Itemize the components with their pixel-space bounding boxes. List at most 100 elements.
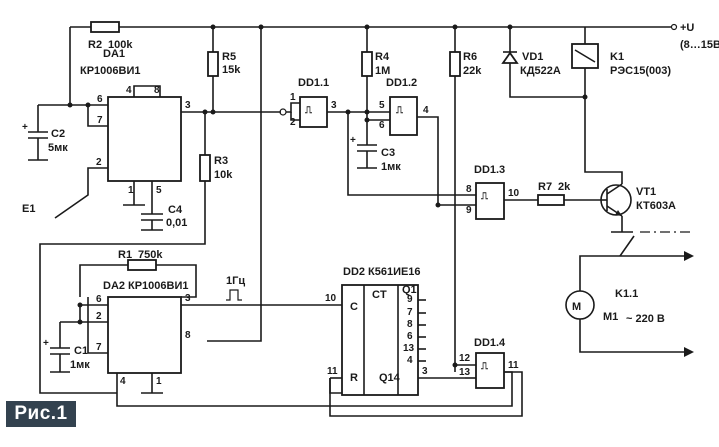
- r7-value: 2k: [558, 181, 571, 193]
- c2-ref: C2: [51, 128, 65, 140]
- k1-value: РЭС15(003): [610, 65, 671, 77]
- da1-pin1: 1: [128, 185, 134, 196]
- da1-pin6: 6: [97, 94, 103, 105]
- c3-value: 1мк: [381, 161, 401, 173]
- r1-value: 750k: [138, 249, 163, 261]
- svg-text:⎍: ⎍: [480, 361, 489, 372]
- r7-ref: R7: [538, 181, 552, 193]
- da2-pin4: 4: [120, 376, 126, 387]
- dd2-out-3: 3: [422, 366, 428, 377]
- dd2-r-label: R: [350, 372, 358, 384]
- gate-dd1-3: ⎍ DD1.3 8 9 10: [435, 164, 538, 220]
- da1-pin8: 8: [154, 85, 160, 96]
- r6-ref: R6: [463, 51, 477, 63]
- c1-ref: C1: [74, 345, 88, 357]
- dd2-out-13: 13: [403, 343, 415, 354]
- timer-da1: DA1 КР1006ВИ1 4 8 6 7 2 3 1 5: [54, 48, 281, 219]
- da2-pin1: 1: [156, 376, 162, 387]
- da1-pin4: 4: [126, 85, 132, 96]
- da2-value: КР1006ВИ1: [128, 280, 189, 292]
- dd1-4-ref: DD1.4: [474, 337, 506, 349]
- supply-label: +U: [680, 22, 694, 34]
- dd1-3-pin10: 10: [508, 188, 520, 199]
- da2-pin8: 8: [185, 330, 191, 341]
- r1-ref: R1: [118, 249, 132, 261]
- dd2-out-6: 6: [407, 331, 413, 342]
- r5-value: 15k: [222, 64, 241, 76]
- k1-1-ref: K1.1: [615, 288, 638, 300]
- dd1-3-ref: DD1.3: [474, 164, 505, 176]
- r3-ref: R3: [214, 155, 228, 167]
- dd1-1-ref: DD1.1: [298, 77, 329, 89]
- svg-text:+: +: [22, 122, 28, 133]
- da1-pin2: 2: [96, 157, 102, 168]
- dd2-c-label: C: [350, 301, 358, 313]
- dd2-pin11: 11: [327, 366, 338, 377]
- svg-text:⎍: ⎍: [304, 105, 313, 116]
- c3-ref: C3: [381, 147, 395, 159]
- dd2-out-4: 4: [407, 355, 413, 366]
- da1-value: КР1006ВИ1: [80, 65, 141, 77]
- dd1-4-pin11: 11: [508, 360, 519, 371]
- vd1-ref: VD1: [522, 51, 543, 63]
- r3-value: 10k: [214, 169, 233, 181]
- dd1-2-ref: DD1.2: [386, 77, 417, 89]
- dd1-3-pin8: 8: [466, 184, 472, 195]
- svg-text:⎍: ⎍: [480, 191, 489, 202]
- m1-value: ~ 220 В: [626, 313, 665, 325]
- r2-value: 100k: [108, 39, 133, 51]
- dd1-4-pin12: 12: [459, 353, 471, 364]
- gate-dd1-4: ⎍ DD1.4 12 13 11: [329, 337, 523, 417]
- timer-da2: DA2 КР1006ВИ1 R1 750k 6 2 7 3 1Гц 8 4 1: [59, 249, 513, 407]
- da2-pin2: 2: [96, 311, 102, 322]
- resistor-r7: R7 2k: [537, 181, 602, 206]
- dd2-pin10: 10: [325, 293, 337, 304]
- da1-pin7: 7: [97, 115, 103, 126]
- dd2-out-7: 7: [407, 307, 413, 318]
- k1-ref: K1: [610, 51, 624, 63]
- sensor-e1: E1: [22, 203, 35, 215]
- resistor-r6: R6 22k: [449, 27, 482, 372]
- figure-label: Рис.1: [6, 401, 76, 427]
- c4-ref: C4: [168, 204, 183, 216]
- svg-text:M: M: [572, 301, 581, 313]
- da2-pin3: 3: [185, 293, 191, 304]
- vt1-ref: VT1: [636, 186, 656, 198]
- svg-text:+: +: [350, 135, 356, 146]
- vd1-value: КД522А: [520, 65, 561, 77]
- gate-dd1-1: ⎍ DD1.1 1 2 3: [279, 77, 438, 196]
- capacitor-c3: + C3 1мк: [350, 120, 401, 173]
- dd1-3-pin9: 9: [466, 205, 472, 216]
- supply-rail: +U (8…15В): [70, 22, 719, 51]
- transistor-vt1: VT1 КТ603А: [584, 68, 690, 233]
- dd1-1-pin2: 2: [290, 117, 296, 128]
- svg-text:⎍: ⎍: [395, 105, 404, 116]
- da2-pin6: 6: [96, 294, 102, 305]
- dd2-q14-label: Q14: [379, 372, 401, 384]
- relay-k1: K1 РЭС15(003): [571, 27, 671, 77]
- dd2-ref: DD2: [343, 266, 365, 278]
- dd2-q1-label: Q1: [402, 284, 417, 296]
- r2-ref: R2: [88, 39, 102, 51]
- dd2-value: К561ИЕ16: [368, 266, 421, 278]
- r6-value: 22k: [463, 65, 482, 77]
- r4-value: 1M: [375, 65, 390, 77]
- capacitor-c4: C4 0,01: [141, 204, 187, 231]
- supply-range: (8…15В): [680, 39, 719, 51]
- dd1-2-pin5: 5: [379, 100, 385, 111]
- gate-dd1-2: ⎍ DD1.2 5 6 4: [364, 77, 439, 205]
- dd2-ct-label: CT: [372, 289, 387, 301]
- diode-vd1: VD1 КД522А: [501, 27, 588, 100]
- dd1-2-pin4: 4: [423, 105, 429, 116]
- c2-value: 5мк: [48, 142, 68, 154]
- resistor-r2: R2 100k: [69, 21, 133, 105]
- dd1-4-pin13: 13: [459, 367, 471, 378]
- svg-text:+: +: [43, 338, 49, 349]
- c4-value: 0,01: [166, 217, 187, 229]
- da2-pin7: 7: [96, 342, 102, 353]
- da2-ref: DA2: [103, 280, 125, 292]
- dd1-1-pin3: 3: [331, 100, 337, 111]
- m1-ref: M1: [603, 311, 618, 323]
